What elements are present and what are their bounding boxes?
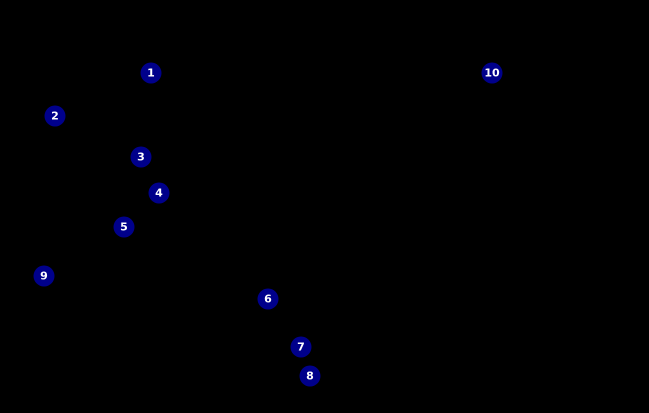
marker-badge-6[interactable]: 6 bbox=[257, 288, 279, 310]
marker-badge-2[interactable]: 2 bbox=[44, 105, 66, 127]
marker-badge-1[interactable]: 1 bbox=[140, 62, 162, 84]
marker-badge-7[interactable]: 7 bbox=[290, 336, 312, 358]
marker-badge-5[interactable]: 5 bbox=[113, 216, 135, 238]
marker-badge-10[interactable]: 10 bbox=[481, 62, 503, 84]
marker-badge-9[interactable]: 9 bbox=[33, 265, 55, 287]
marker-badge-8[interactable]: 8 bbox=[299, 365, 321, 387]
marker-badge-4[interactable]: 4 bbox=[148, 182, 170, 204]
marker-badge-3[interactable]: 3 bbox=[130, 146, 152, 168]
